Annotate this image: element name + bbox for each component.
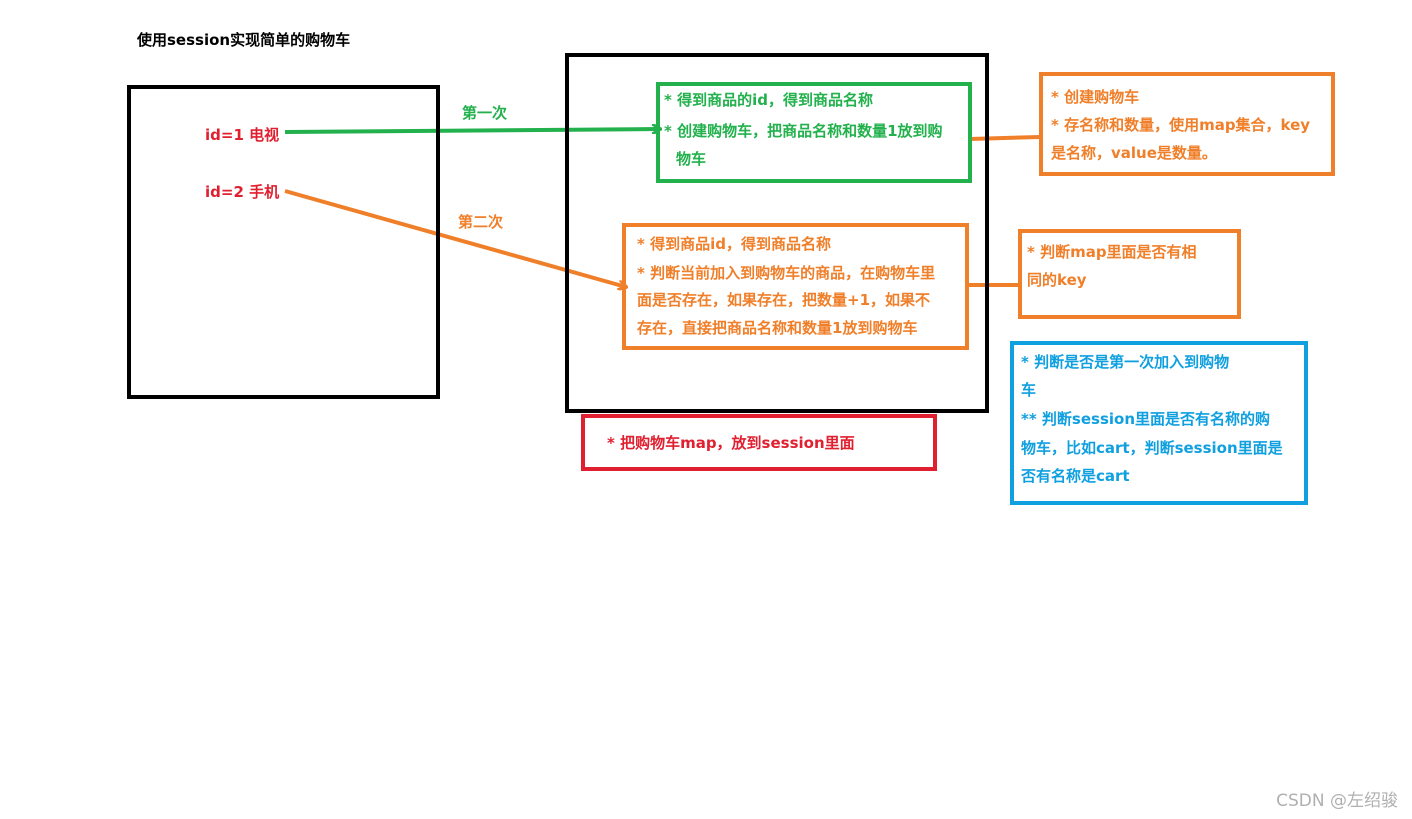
session-box: [581, 414, 937, 471]
second-request-line-3: 面是否存在，如果存在，把数量+1，如果不: [637, 291, 931, 309]
first-request-line-1: * 得到商品的id，得到商品名称: [664, 91, 873, 109]
first-time-label: 第一次: [462, 104, 508, 122]
first-time-check-line-3: ** 判断session里面是否有名称的购: [1021, 410, 1270, 428]
create-cart-line-1: * 创建购物车: [1051, 88, 1140, 106]
product-item-phone: id=2 手机: [205, 183, 280, 201]
second-request-arrow: [284, 189, 626, 287]
session-line-1: * 把购物车map，放到session里面: [607, 434, 855, 452]
first-time-check-line-4: 物车，比如cart，判断session里面是: [1021, 439, 1283, 457]
first-time-check-note: [1010, 341, 1308, 505]
create-cart-line-3: 是名称，value是数量。: [1051, 144, 1217, 162]
create-cart-line-2: * 存名称和数量，使用map集合，key: [1051, 116, 1311, 134]
check-map-line-1: * 判断map里面是否有相: [1027, 243, 1197, 261]
first-time-check-line-1: * 判断是否是第一次加入到购物: [1021, 353, 1230, 371]
check-map-line-2: 同的key: [1027, 271, 1087, 289]
watermark: CSDN @左绍骏: [1276, 791, 1398, 811]
browser-box: [127, 85, 440, 399]
product-item-tv: id=1 电视: [205, 126, 280, 144]
server-box: [565, 53, 989, 413]
second-request-box: [622, 223, 969, 350]
second-request-line-1: * 得到商品id，得到商品名称: [637, 235, 831, 253]
first-time-check-line-5: 否有名称是cart: [1021, 467, 1130, 485]
second-request-line-2: * 判断当前加入到购物车的商品，在购物车里: [637, 264, 936, 282]
first-time-check-line-2: 车: [1021, 381, 1037, 399]
first-request-line-2: * 创建购物车，把商品名称和数量1放到购: [664, 122, 943, 140]
second-request-line-4: 存在，直接把商品名称和数量1放到购物车: [637, 319, 918, 337]
first-request-line-3: 物车: [676, 150, 707, 168]
first-request-box: [656, 82, 972, 183]
connector-green-to-orange-note: [969, 135, 1041, 141]
diagram-title: 使用session实现简单的购物车: [137, 31, 351, 49]
create-cart-note: [1039, 72, 1335, 176]
second-time-label: 第二次: [458, 213, 504, 231]
first-request-arrow: [284, 129, 660, 132]
check-map-note: [1018, 229, 1241, 319]
